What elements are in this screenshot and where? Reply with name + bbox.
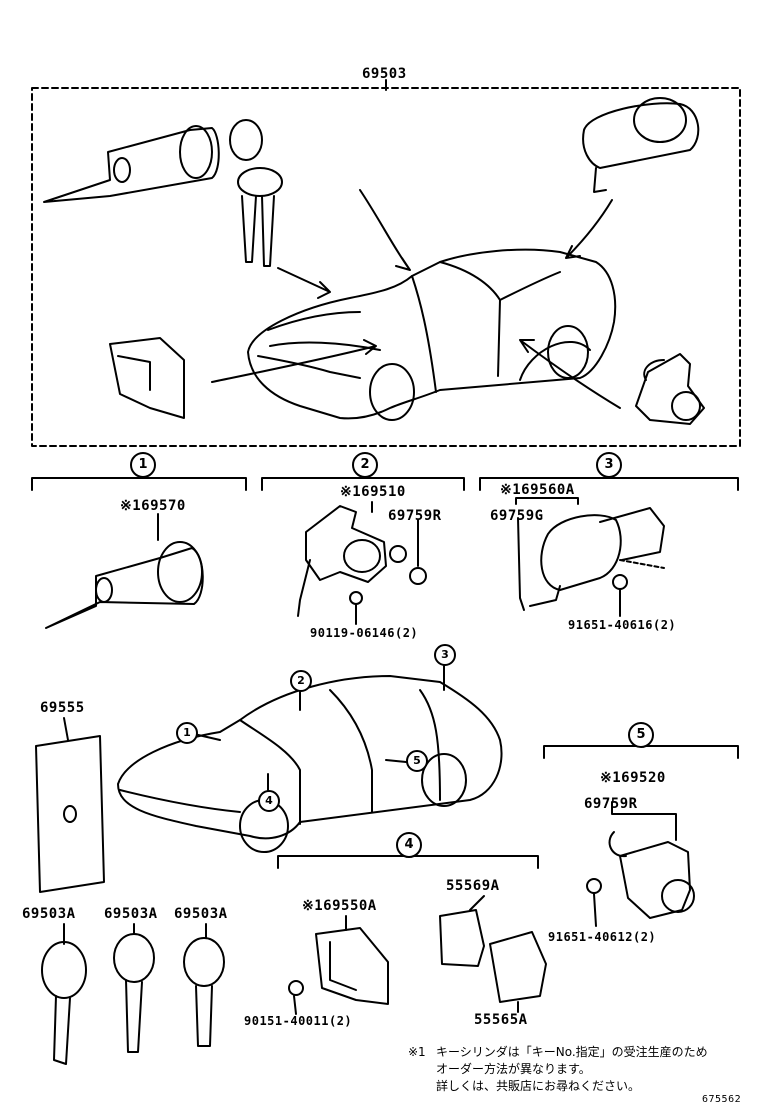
part-label-90119-06146: 90119-06146(2)	[310, 626, 419, 640]
part-label-69555: 69555	[40, 700, 85, 716]
group5-door-lock-drawing	[586, 801, 695, 927]
group2-lock-drawing	[297, 501, 427, 625]
group-marker-4: 4	[396, 832, 422, 858]
top-trunk-cylinder-drawing	[582, 97, 700, 193]
top-door-lock-drawing	[635, 353, 705, 425]
footnote-line-2: オーダー方法が異なります。	[436, 1062, 591, 1076]
part-label-key-3: 69503A	[174, 906, 228, 922]
part-label-55569A: 55569A	[446, 878, 500, 894]
part-label-55565A: 55565A	[474, 1012, 528, 1028]
part-label-key-1: 69503A	[22, 906, 76, 922]
top-car-illustration	[247, 248, 617, 421]
part-label-69759R-b: 69759R	[584, 796, 638, 812]
location-marker-4: 4	[258, 790, 280, 812]
location-marker-5: 5	[406, 750, 428, 772]
part-label-69759G: 69759G	[490, 508, 544, 524]
top-arrows	[211, 189, 621, 409]
plate-69555-drawing	[35, 717, 105, 893]
location-marker-1: 1	[176, 722, 198, 744]
marker-leaders	[193, 665, 445, 791]
footnote-line-1: キーシリンダは「キーNo.指定」の受注生産のため	[436, 1045, 708, 1059]
group-marker-5: 5	[628, 722, 654, 748]
key-drawings	[41, 923, 225, 1065]
part-label-91651-40616: 91651-40616(2)	[568, 618, 677, 632]
bottom-car-illustration	[117, 675, 503, 853]
part-label-69503: 69503	[362, 66, 407, 82]
group-marker-2: 2	[352, 452, 378, 478]
footnote-line-3: 詳しくは、共販店にお尋ねください。	[436, 1079, 641, 1093]
part-label-169510: ※169510	[340, 484, 406, 500]
group4-glovebox-lock-drawing	[288, 915, 389, 1015]
part-label-169560A: ※169560A	[500, 482, 575, 498]
part-label-169520: ※169520	[600, 770, 666, 786]
part-label-key-2: 69503A	[104, 906, 158, 922]
top-keys-drawing	[229, 119, 283, 267]
location-marker-3: 3	[434, 644, 456, 666]
assembly-69503-frame	[31, 87, 741, 447]
location-marker-2: 2	[290, 670, 312, 692]
group-marker-3: 3	[596, 452, 622, 478]
top-ignition-cylinder-drawing	[43, 125, 220, 203]
top-glovebox-lock-drawing	[109, 337, 185, 419]
part-label-91651-40612: 91651-40612(2)	[548, 930, 657, 944]
part-label-169550A: ※169550A	[302, 898, 377, 914]
footnote-mark: ※1	[408, 1045, 426, 1059]
group4-fuel-lid-lock-drawing	[439, 895, 547, 1013]
part-label-90151-40011: 90151-40011(2)	[244, 1014, 353, 1028]
part-label-169570: ※169570	[120, 498, 186, 514]
group3-lock-drawing	[515, 497, 665, 617]
group-marker-1: 1	[130, 452, 156, 478]
group1-ignition-cylinder-drawing	[45, 513, 204, 629]
part-label-69759R-a: 69759R	[388, 508, 442, 524]
document-id: 675562	[702, 1094, 742, 1105]
